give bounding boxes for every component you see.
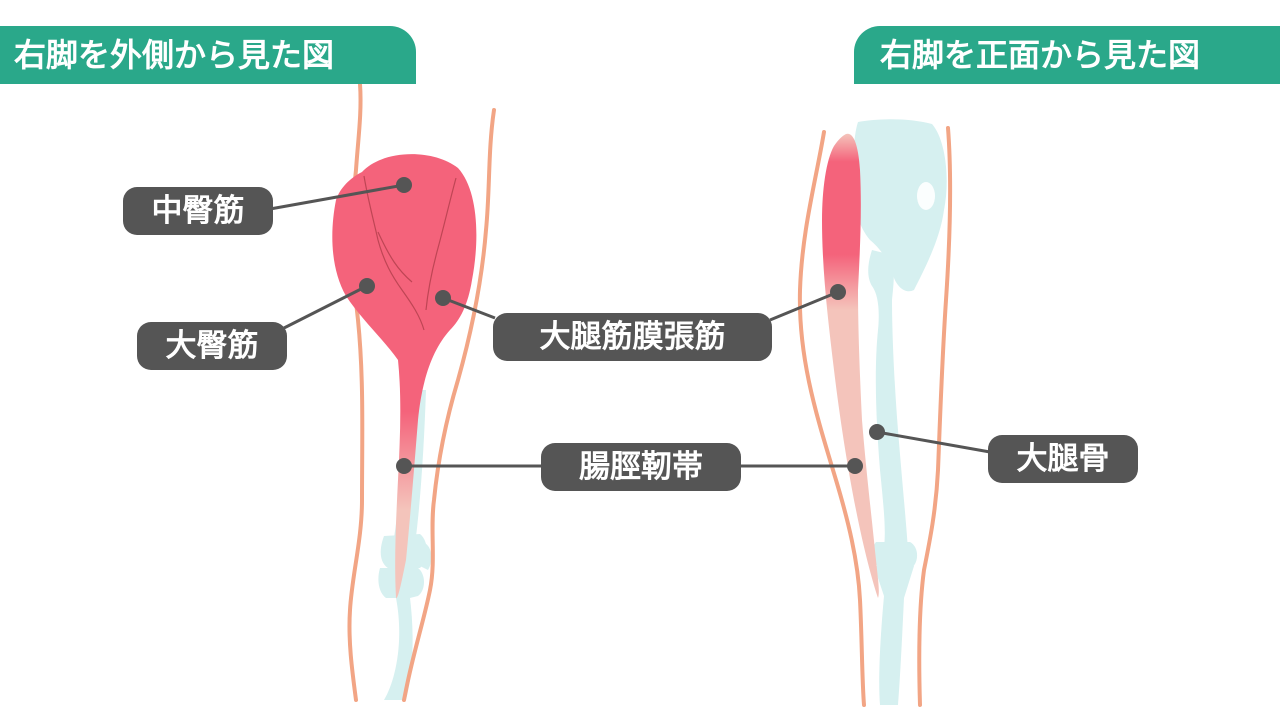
anchor-dot-femur (869, 424, 885, 440)
label-femur: 大腿骨 (988, 435, 1138, 483)
frontal-outline-medial (917, 126, 953, 707)
label-gluteus-medius: 中臀筋 (123, 187, 273, 235)
label-iliotibial-band: 腸脛靭帯 (541, 443, 741, 491)
frontal-view (797, 119, 953, 707)
frontal-femur-bone (851, 119, 947, 705)
anchor-dot-tfl-frontal (830, 284, 846, 300)
pelvis-obturator-hole (917, 182, 935, 210)
lateral-gluteal-muscles (332, 154, 477, 599)
anchor-dot-itband-lateral (396, 458, 412, 474)
lateral-outline-back (347, 82, 365, 702)
anchor-dot-itband-frontal (847, 458, 863, 474)
anchor-dot-tfl-lateral (435, 290, 451, 306)
leader-lines (269, 183, 991, 468)
frontal-tfl-itband (822, 133, 879, 598)
anchor-dot-gluteus-medius (396, 177, 412, 193)
lateral-view (332, 82, 496, 702)
header-lateral-view: 右脚を外側から見た図 (0, 26, 416, 84)
lateral-outline-front (402, 108, 496, 702)
header-frontal-view: 右脚を正面から見た図 (854, 26, 1280, 84)
anchor-dot-gluteus-maximus (359, 278, 375, 294)
label-gluteus-maximus: 大臀筋 (137, 322, 287, 370)
muscle-fiber-lines (363, 175, 457, 331)
anchor-dots (359, 177, 885, 474)
label-tensor-fasciae-latae: 大腿筋膜張筋 (493, 313, 772, 361)
